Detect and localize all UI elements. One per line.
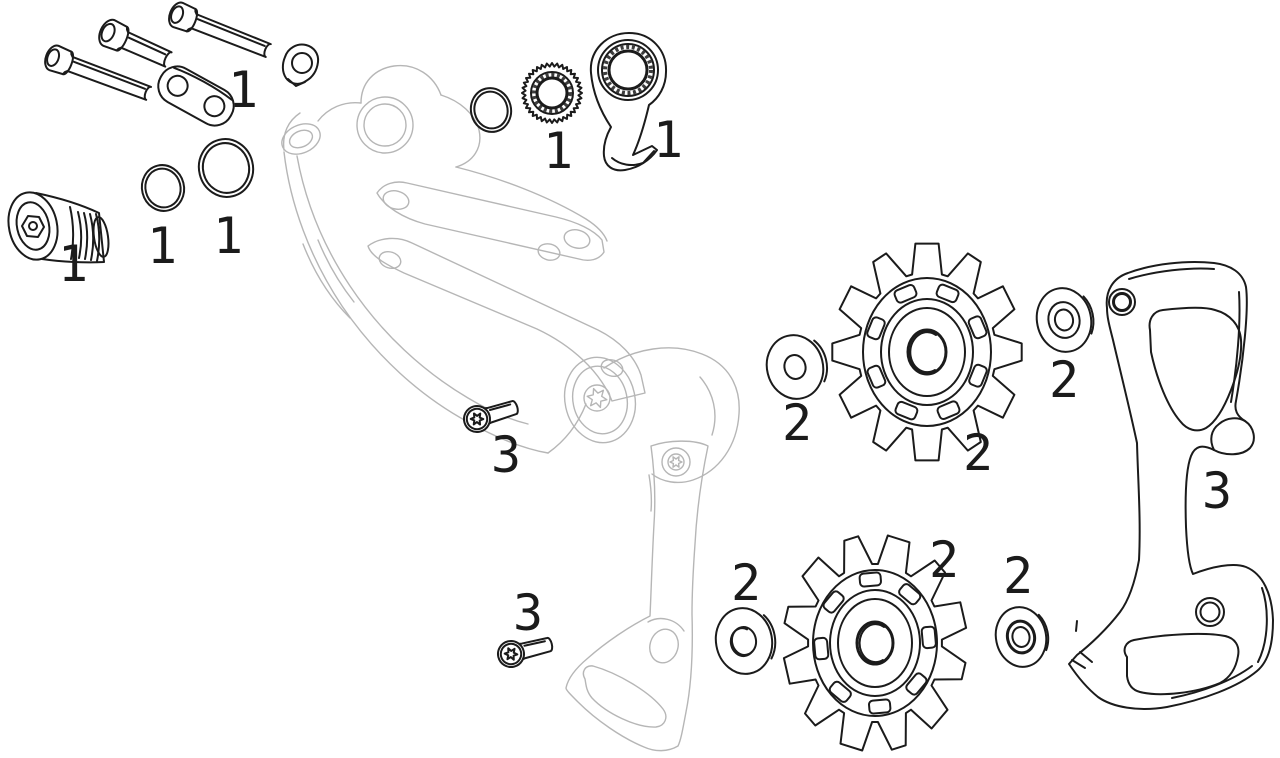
callout-lower-pulley-screw: 3 (513, 584, 543, 642)
lower-pulley (782, 534, 968, 752)
lower-inner-washer (714, 607, 777, 675)
callout-upper-pulley-screw: 3 (491, 426, 521, 484)
callout-mounting-bolt-kit: 1 (228, 61, 258, 119)
upper-inner-washer (765, 334, 829, 400)
o-ring-large (197, 138, 255, 198)
upper-pulley-screw (463, 400, 519, 433)
callout-o-ring-large: 1 (213, 207, 243, 265)
callout-lower-outer-washer: 2 (1003, 547, 1033, 605)
upper-outer-washer (1035, 287, 1095, 353)
callout-upper-inner-washer: 2 (782, 394, 812, 452)
lower-pulley-screw (497, 636, 554, 668)
outer-cage-plate (1068, 261, 1274, 710)
callout-knurled-lock-ring: 1 (543, 122, 573, 180)
derailleur-body-ghost (281, 64, 740, 752)
cable-anchor-wedge (281, 43, 320, 87)
mounting-bolt-c (168, 1, 272, 58)
callout-o-ring-small: 1 (147, 217, 177, 275)
callout-hanger-hook: 1 (653, 111, 683, 169)
knurled-lock-ring (521, 62, 583, 124)
o-ring-small (140, 164, 186, 212)
callout-lower-inner-washer: 2 (731, 554, 761, 612)
upper-pulley (831, 242, 1023, 462)
b-bolt-barrel (7, 191, 110, 264)
mounting-bolt-a (44, 44, 153, 101)
callout-b-bolt-barrel: 1 (58, 235, 88, 293)
hanger-hook (589, 32, 668, 172)
callout-upper-outer-washer: 2 (1049, 351, 1079, 409)
link-plate (157, 65, 235, 127)
callout-lower-pulley: 2 (929, 531, 959, 589)
callout-upper-pulley: 2 (963, 424, 993, 482)
callout-outer-cage-plate: 3 (1202, 462, 1232, 520)
lower-outer-washer (994, 606, 1050, 668)
mounting-bolt-b (98, 18, 173, 68)
o-ring-top (469, 87, 513, 133)
